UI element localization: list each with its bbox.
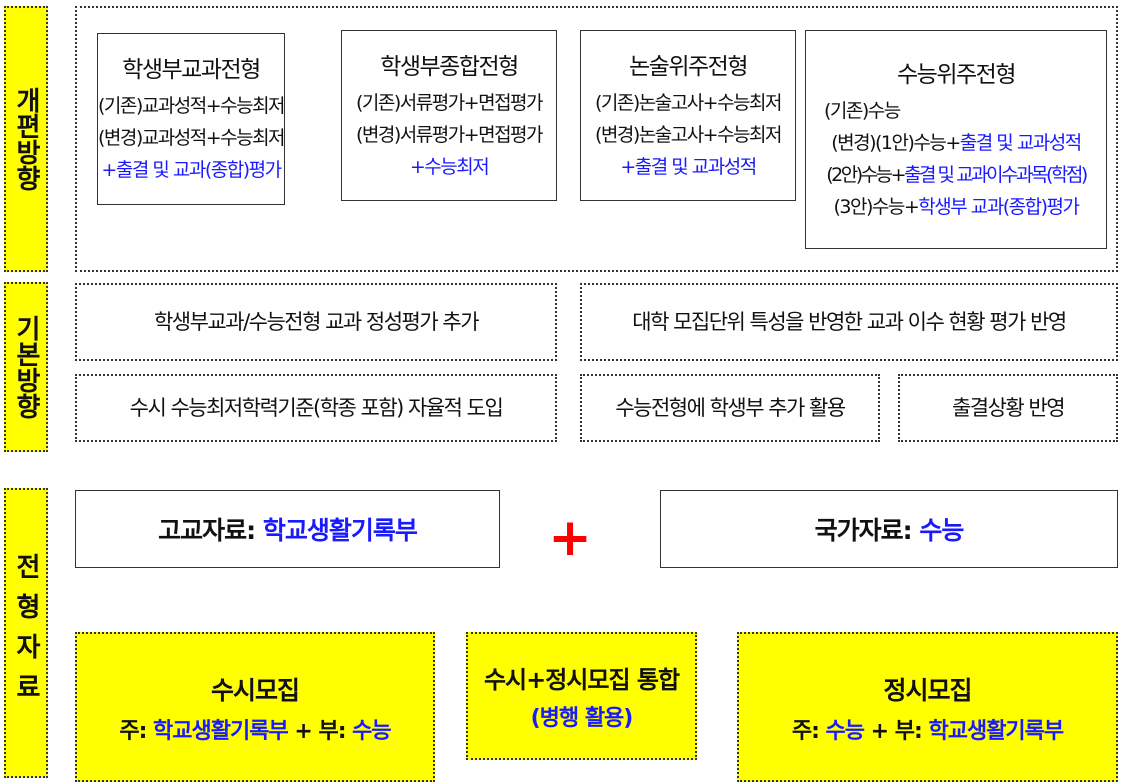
label: + 부: (287, 719, 353, 744)
basic-text: 대학 모집단위 특성을 반영한 교과 이수 현황 평가 반영 (632, 310, 1067, 334)
side-label-reform: 개편방향 (4, 6, 48, 272)
value: 수능 (919, 516, 964, 545)
line-option-3: (3안)수능+학생부 교과(종합)평가 (833, 191, 1080, 223)
box-title: 학생부교과전형 (122, 57, 261, 83)
box-title: 수시+정시모집 통합 (483, 666, 680, 694)
box-csat: 수능위주전형 (기존)수능 (변경)(1안)수능+출결 및 교과성적 (2안)수… (805, 30, 1107, 249)
value: 학교생활기록부 (928, 719, 1064, 744)
side-label-basic: 기본방향 (4, 282, 48, 452)
basic-item-4: 수능전형에 학생부 추가 활용 (580, 374, 880, 442)
line-added: +출결 및 교과성적 (620, 155, 757, 178)
box-essay: 논술위주전형 (기존)논술고사+수능최저 (변경)논술고사+수능최저 +출결 및… (580, 30, 796, 201)
line-before: (기존)수능 (824, 99, 901, 122)
national-data-text: 국가자료: 수능 (814, 511, 965, 547)
text: (2안)수능+ (826, 163, 906, 186)
box-student-record-subject: 학생부교과전형 (기존)교과성적+수능최저 (변경)교과성적+수능최저 +출결 … (97, 33, 286, 205)
box-title: 수시모집 (210, 676, 300, 705)
box-title: 논술위주전형 (629, 53, 748, 80)
line-after: (변경)교과성적+수능최저 (97, 127, 286, 149)
susi-box: 수시모집 주: 학교생활기록부 + 부: 수능 (75, 632, 435, 782)
jeongsi-box: 정시모집 주: 수능 + 부: 학교생활기록부 (737, 632, 1118, 782)
line-before: (기존)서류평가+면접평가 (355, 91, 544, 114)
line-before: (기존)교과성적+수능최저 (97, 95, 286, 117)
line-option-2: (2안)수능+출결 및 교과이수과목(학점) (826, 159, 1088, 191)
label: 주: (791, 719, 826, 744)
value: 학교생활기록부 (262, 516, 418, 545)
basic-item-1: 학생부교과/수능전형 교과 정성평가 추가 (75, 283, 557, 361)
line-added: +출결 및 교과(종합)평가 (101, 159, 282, 181)
plus-icon: + (548, 508, 592, 568)
line-before: (기존)논술고사+수능최저 (594, 91, 783, 114)
basic-item-2: 대학 모집단위 특성을 반영한 교과 이수 현황 평가 반영 (580, 283, 1118, 361)
value: 수능 (352, 719, 391, 744)
line-after: (변경)논술고사+수능최저 (594, 123, 783, 146)
box-title: 학생부종합전형 (380, 53, 519, 80)
basic-item-3: 수시 수능최저학력기준(학종 포함) 자율적 도입 (75, 374, 557, 442)
basic-text: 출결상황 반영 (951, 396, 1066, 420)
susi-detail: 주: 학교생활기록부 + 부: 수능 (119, 713, 391, 745)
box-subtitle: (병행 활용) (530, 706, 634, 731)
line-after: (변경)서류평가+면접평가 (355, 123, 544, 146)
label: 고교자료: (158, 516, 263, 545)
box-title: 수능위주전형 (897, 61, 1016, 88)
basic-text: 수시 수능최저학력기준(학종 포함) 자율적 도입 (129, 396, 504, 420)
value: 수능 (825, 719, 865, 744)
side-label-data: 전형자료 (4, 488, 48, 778)
integrated-box: 수시+정시모집 통합 (병행 활용) (466, 632, 697, 760)
jeongsi-detail: 주: 수능 + 부: 학교생활기록부 (791, 713, 1064, 745)
value: 학교생활기록부 (153, 719, 289, 744)
line-option-1: (변경)(1안)수능+출결 및 교과성적 (831, 127, 1082, 159)
reform-container (75, 6, 1118, 272)
label: 주: (119, 719, 154, 744)
box-student-record-comprehensive: 학생부종합전형 (기존)서류평가+면접평가 (변경)서류평가+면접평가 +수능최… (341, 30, 557, 201)
side-label-text: 기본방향 (11, 315, 41, 419)
text: (3안)수능+ (833, 195, 920, 218)
national-data-box: 국가자료: 수능 (660, 490, 1118, 568)
side-label-text: 전형자료 (11, 553, 41, 713)
text-added: 출결 및 교과이수과목(학점) (904, 163, 1088, 186)
text: (변경)(1안)수능+ (831, 131, 961, 154)
label: 국가자료: (814, 516, 920, 545)
label: + 부: (864, 719, 929, 744)
school-data-text: 고교자료: 학교생활기록부 (158, 511, 418, 547)
line-added: +수능최저 (409, 155, 490, 178)
box-title: 정시모집 (883, 676, 972, 705)
side-label-text: 개편방향 (11, 87, 41, 191)
school-data-box: 고교자료: 학교생활기록부 (75, 490, 500, 568)
text-added: 학생부 교과(종합)평가 (918, 195, 1080, 218)
basic-item-5: 출결상황 반영 (898, 374, 1118, 442)
basic-text: 수능전형에 학생부 추가 활용 (615, 396, 846, 420)
basic-text: 학생부교과/수능전형 교과 정성평가 추가 (153, 310, 480, 334)
text-added: 출결 및 교과성적 (959, 131, 1082, 154)
